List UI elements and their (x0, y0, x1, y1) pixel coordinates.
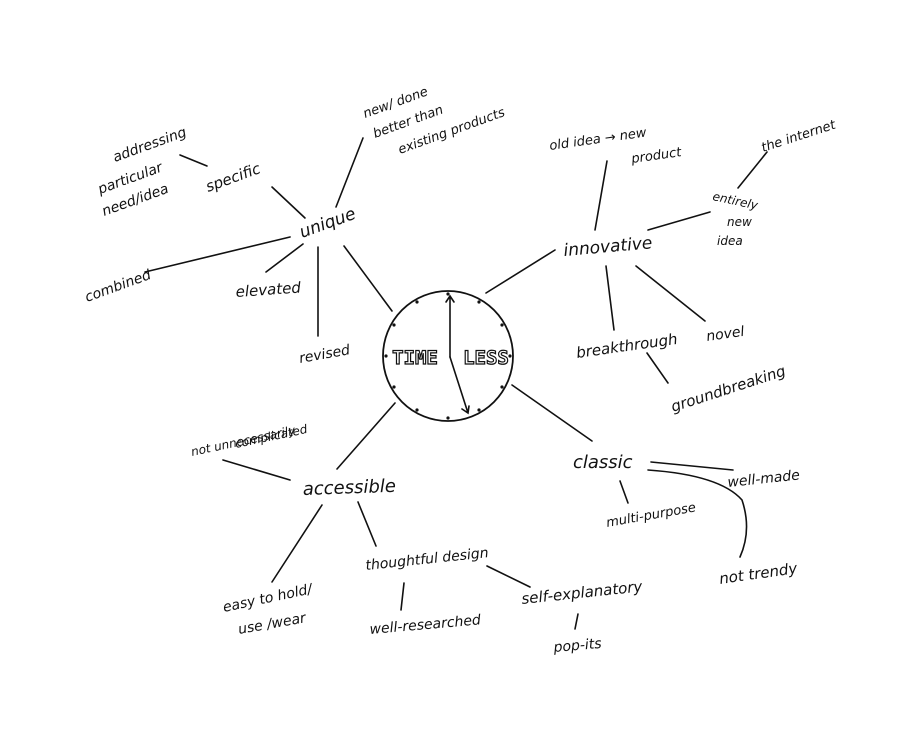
clock-minute-hand (445, 294, 455, 358)
line-unique-elevated (265, 243, 304, 273)
line-center-classic (511, 384, 593, 442)
line-center-unique (343, 245, 393, 312)
node-elevated: elevated (235, 278, 302, 301)
line-unique-combined (144, 236, 291, 273)
line-accessible-easy (271, 504, 323, 583)
line-unique-specific (271, 186, 306, 219)
line-breakthrough-groundbreaking (646, 352, 669, 384)
node-not-trendy: not trendy (718, 559, 799, 588)
branch-innovative: innovative old idea → new product the in… (548, 117, 838, 415)
clock-ticks (384, 292, 512, 420)
node-well-made: well-made (727, 467, 801, 491)
line-innovative-breakthrough (605, 265, 615, 331)
clock-hour-hand (449, 356, 470, 415)
line-unique-newdone (335, 137, 364, 208)
line-thoughtful-selfexplanatory (486, 565, 531, 588)
line-classic-multipurpose (619, 480, 629, 504)
clock-face (382, 290, 514, 422)
node-revised: revised (298, 342, 351, 367)
branch-classic: classic well-made multi-purpose not tren… (573, 452, 801, 588)
line-entirely-internet (737, 151, 768, 189)
node-well-researched: well-researched (369, 612, 482, 638)
node-entirely-1: entirely (711, 189, 760, 212)
node-entirely-3: idea (717, 234, 743, 248)
line-classic-nottrendy (647, 469, 748, 558)
branch-label-innovative: innovative (563, 233, 653, 261)
node-old-idea-2: product (629, 145, 683, 167)
node-combined: combined (83, 267, 153, 306)
branch-unique: unique new/ done better than existing pr… (83, 84, 507, 366)
node-groundbreaking: groundbreaking (669, 362, 788, 416)
node-pop-its: pop-its (552, 636, 602, 656)
node-the-internet: the internet (760, 117, 839, 155)
center-label-right: LESS (463, 347, 509, 369)
line-specific-addressing (179, 154, 208, 167)
node-old-idea-1: old idea → new (548, 125, 647, 154)
node-breakthrough: breakthrough (575, 330, 679, 362)
line-thoughtful-wellresearched (400, 582, 405, 611)
node-easy-2: use /wear (237, 610, 308, 638)
branch-label-classic: classic (573, 452, 633, 473)
node-multi-purpose: multi-purpose (605, 500, 697, 531)
node-addressing-1: addressing (111, 124, 189, 165)
center-label-left: TIME (392, 347, 438, 369)
line-accessible-thoughtful (357, 501, 377, 547)
node-novel: novel (705, 324, 745, 345)
line-innovative-novel (635, 265, 706, 322)
line-selfexplanatory-popits (574, 613, 579, 630)
node-specific: specific (203, 159, 263, 196)
branch-label-unique: unique (297, 204, 359, 243)
line-innovative-oldidea (594, 160, 608, 231)
connector-lines (144, 137, 768, 630)
line-center-innovative (485, 249, 556, 294)
line-innovative-entirely (647, 211, 711, 231)
line-classic-wellmade (650, 461, 734, 471)
center-clock: TIME LESS (382, 290, 514, 422)
branch-label-accessible: accessible (302, 476, 396, 500)
line-accessible-notcomplicated (222, 459, 291, 481)
node-not-complicated-2: complicated (234, 422, 309, 451)
node-self-explanatory: self-explanatory (521, 577, 645, 608)
node-thoughtful-design: thoughtful design (365, 545, 490, 574)
line-center-accessible (336, 402, 396, 470)
node-entirely-2: new (727, 215, 752, 229)
